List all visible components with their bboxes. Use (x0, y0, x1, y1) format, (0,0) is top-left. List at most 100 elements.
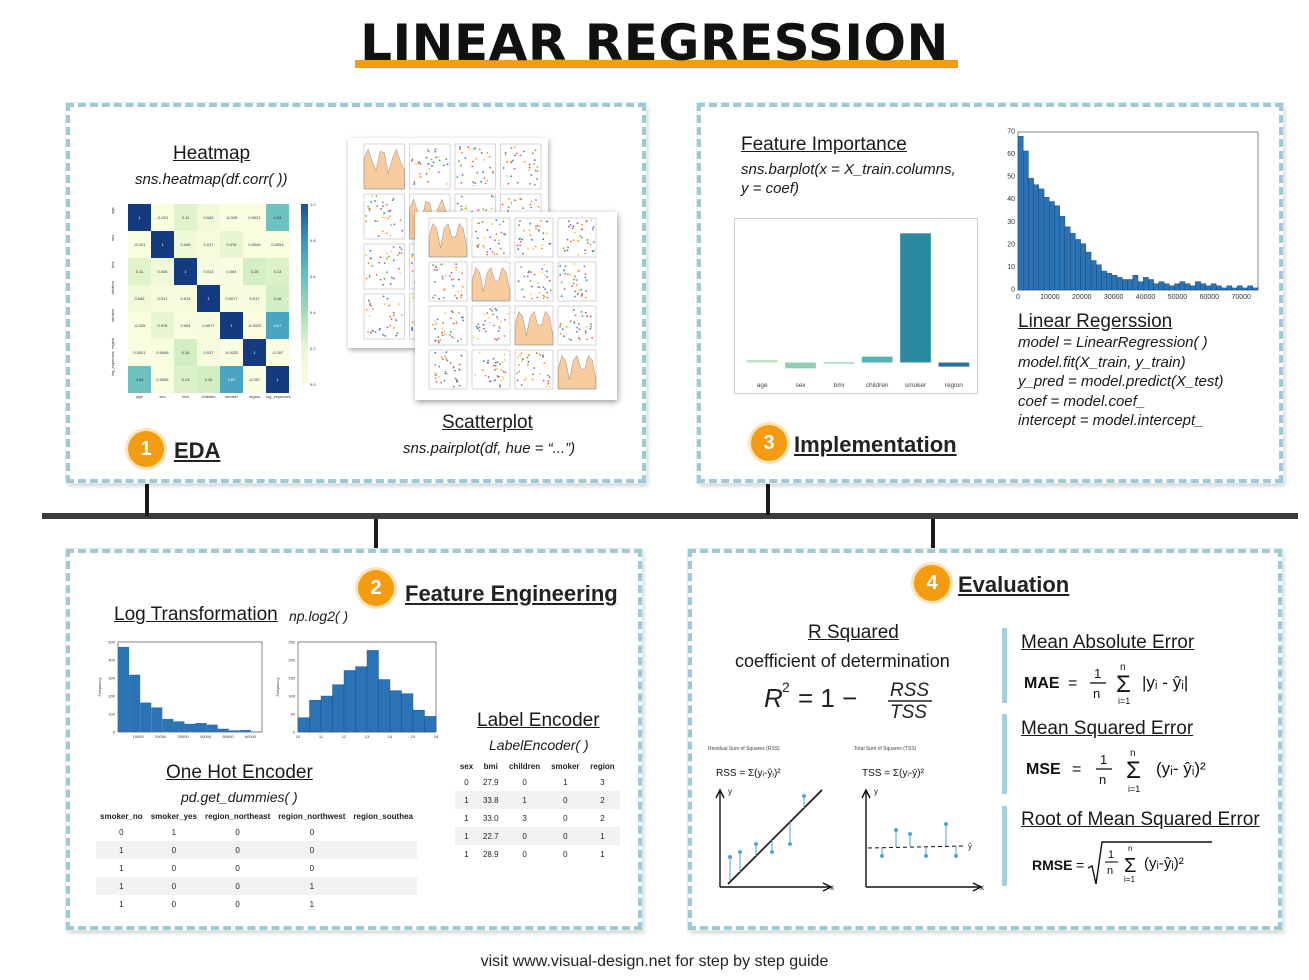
histogram-y-tick: 60 (1007, 151, 1015, 158)
pairplot-point (460, 316, 463, 319)
svg-text:=: = (1072, 761, 1081, 778)
histogram-bar (1096, 264, 1102, 291)
pairplot-point (574, 275, 576, 278)
pairplot-point (502, 167, 505, 169)
histogram-y-tick: 200 (108, 694, 115, 699)
pairplot-point (476, 171, 479, 174)
pairplot-point (428, 163, 431, 165)
pairplot-point (380, 207, 382, 210)
pairplot-point (369, 208, 371, 211)
label-encoder-cell: 1 (464, 813, 469, 823)
pairplot-point (503, 252, 505, 254)
pairplot-point (439, 263, 442, 266)
pairplot-point (586, 338, 588, 341)
linear-regression-title: Linear Regerssion (1018, 311, 1173, 332)
heatmap-cell: 0.076 (220, 231, 243, 258)
pairplot-point (435, 380, 438, 383)
histogram-bar (1195, 281, 1201, 291)
pairplot-cell (428, 349, 468, 390)
one-hot-header: region_northwest (278, 812, 346, 821)
pairplot-point (389, 325, 391, 327)
pairplot-point (503, 353, 506, 356)
pairplot-point (460, 182, 463, 184)
pairplot-point (501, 203, 504, 206)
histogram-bar (1252, 287, 1259, 291)
footer-link[interactable]: visit www.visual-design.net for step by … (480, 953, 829, 970)
one-hot-cell: 1 (119, 863, 124, 873)
heatmap-x-label: log_expenses (266, 394, 291, 399)
histogram-x-tick: 20000 (1072, 294, 1092, 301)
one-hot-header: region_southea (353, 812, 413, 821)
histogram-y-tick: 100 (108, 712, 115, 717)
pairplot-point (535, 225, 537, 228)
pairplot-point (542, 297, 545, 299)
heatmap-colorbar-tick: 0.8 (310, 238, 316, 243)
pairplot-point (467, 146, 469, 149)
pairplot-point (495, 338, 498, 341)
svg-text:MAE: MAE (1024, 675, 1060, 692)
pairplot-point (495, 233, 498, 236)
pairplot-point (436, 372, 438, 375)
feature-importance-bar (861, 356, 893, 363)
pairplot-point (390, 224, 392, 226)
pairplot-point (431, 165, 433, 167)
pairplot-point (379, 278, 382, 281)
pairplot-point (576, 293, 579, 296)
pairplot-point (434, 320, 437, 322)
pairplot-cell (363, 293, 405, 340)
pairplot-point (496, 318, 499, 320)
pairplot-point (541, 244, 543, 246)
heatmap-x-label: region (248, 394, 261, 399)
heatmap-cell: 0.16 (243, 258, 266, 285)
pairplot-point (519, 354, 521, 357)
pairplot-point (543, 263, 546, 266)
pairplot-point (456, 380, 459, 382)
pairplot-point (489, 308, 491, 310)
pairplot-cell (363, 243, 405, 290)
pairplot-point (384, 216, 387, 219)
pairplot-point (435, 266, 437, 269)
pairplot-point (566, 273, 569, 276)
pairplot-point (585, 279, 588, 282)
pairplot-point (531, 378, 534, 381)
pairplot-cell (500, 143, 542, 190)
pairplot-point (455, 263, 457, 265)
pairplot-point (452, 322, 455, 325)
pairplot-point (412, 296, 414, 299)
pairplot-point (472, 160, 474, 163)
one-hot-cell: 0 (274, 841, 350, 859)
pairplot-point (488, 321, 491, 324)
pairplot-point (411, 327, 413, 330)
pairplot-point (578, 291, 581, 294)
pairplot-front-grid (428, 217, 597, 390)
histogram-y-tick: 300 (108, 676, 115, 681)
pairplot-point (498, 363, 501, 366)
pairplot-point (527, 271, 530, 274)
pairplot-point (387, 217, 390, 220)
pairplot-point (374, 220, 377, 223)
histogram-x-tick: 11 (319, 734, 324, 739)
pairplot-point (516, 244, 519, 247)
pairplot-point (568, 273, 571, 276)
one-hot-cell: 0 (146, 841, 201, 859)
pairplot-point (432, 296, 434, 299)
pairplot-point (491, 251, 494, 253)
pairplot-point (497, 330, 500, 332)
pairplot-point (449, 331, 452, 333)
pairplot-point (400, 252, 403, 255)
pairplot-point (541, 271, 544, 274)
heatmap-x-label: sex (159, 394, 166, 399)
histogram-y-tick: 100 (288, 694, 295, 699)
histogram-y-tick: 50 (1007, 174, 1015, 181)
pairplot-point (498, 325, 501, 328)
pairplot-point (574, 290, 577, 293)
histogram-bar (1247, 285, 1253, 291)
pairplot-point (489, 236, 492, 239)
pairplot-point (399, 246, 401, 249)
svg-text:R: R (764, 683, 783, 713)
pairplot-point (564, 273, 566, 275)
histogram-bar (1236, 285, 1243, 291)
pairplot-point (411, 253, 414, 256)
histogram-x-tick: 50000 (1168, 294, 1188, 301)
pairplot-point (572, 225, 575, 228)
